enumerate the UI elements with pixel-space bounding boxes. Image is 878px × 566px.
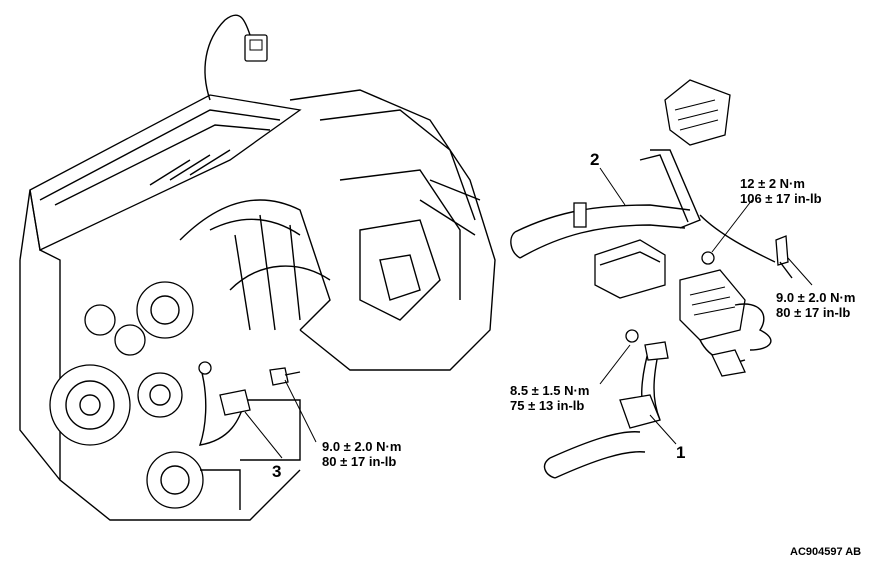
torque-right-inlb: 80 ± 17 in-lb — [776, 304, 851, 320]
torque-spec-left: 9.0 ± 2.0 N·m 80 ± 17 in-lb — [322, 439, 402, 470]
torque-mid-nm: 8.5 ± 1.5 N·m — [510, 383, 590, 398]
torque-spec-top: 12 ± 2 N·m 106 ± 17 in-lb — [740, 176, 822, 207]
leader-lines — [244, 167, 813, 459]
torque-spec-right: 9.0 ± 2.0 N·m 80 ± 17 in-lb — [776, 290, 856, 321]
torque-mid-inlb: 75 ± 13 in-lb — [510, 397, 585, 413]
torque-top-nm: 12 ± 2 N·m — [740, 176, 805, 191]
figure-code: AC904597 AB — [790, 546, 862, 558]
engine-assembly — [19, 14, 496, 521]
wiring-harness — [510, 79, 793, 479]
callout-3: 3 — [272, 462, 282, 481]
torque-spec-mid: 8.5 ± 1.5 N·m 75 ± 13 in-lb — [510, 383, 590, 414]
torque-right-nm: 9.0 ± 2.0 N·m — [776, 290, 856, 305]
callout-1: 1 — [676, 443, 686, 462]
torque-left-nm: 9.0 ± 2.0 N·m — [322, 439, 402, 454]
callout-2: 2 — [590, 150, 600, 169]
torque-left-inlb: 80 ± 17 in-lb — [322, 453, 397, 469]
torque-top-inlb: 106 ± 17 in-lb — [740, 190, 822, 206]
